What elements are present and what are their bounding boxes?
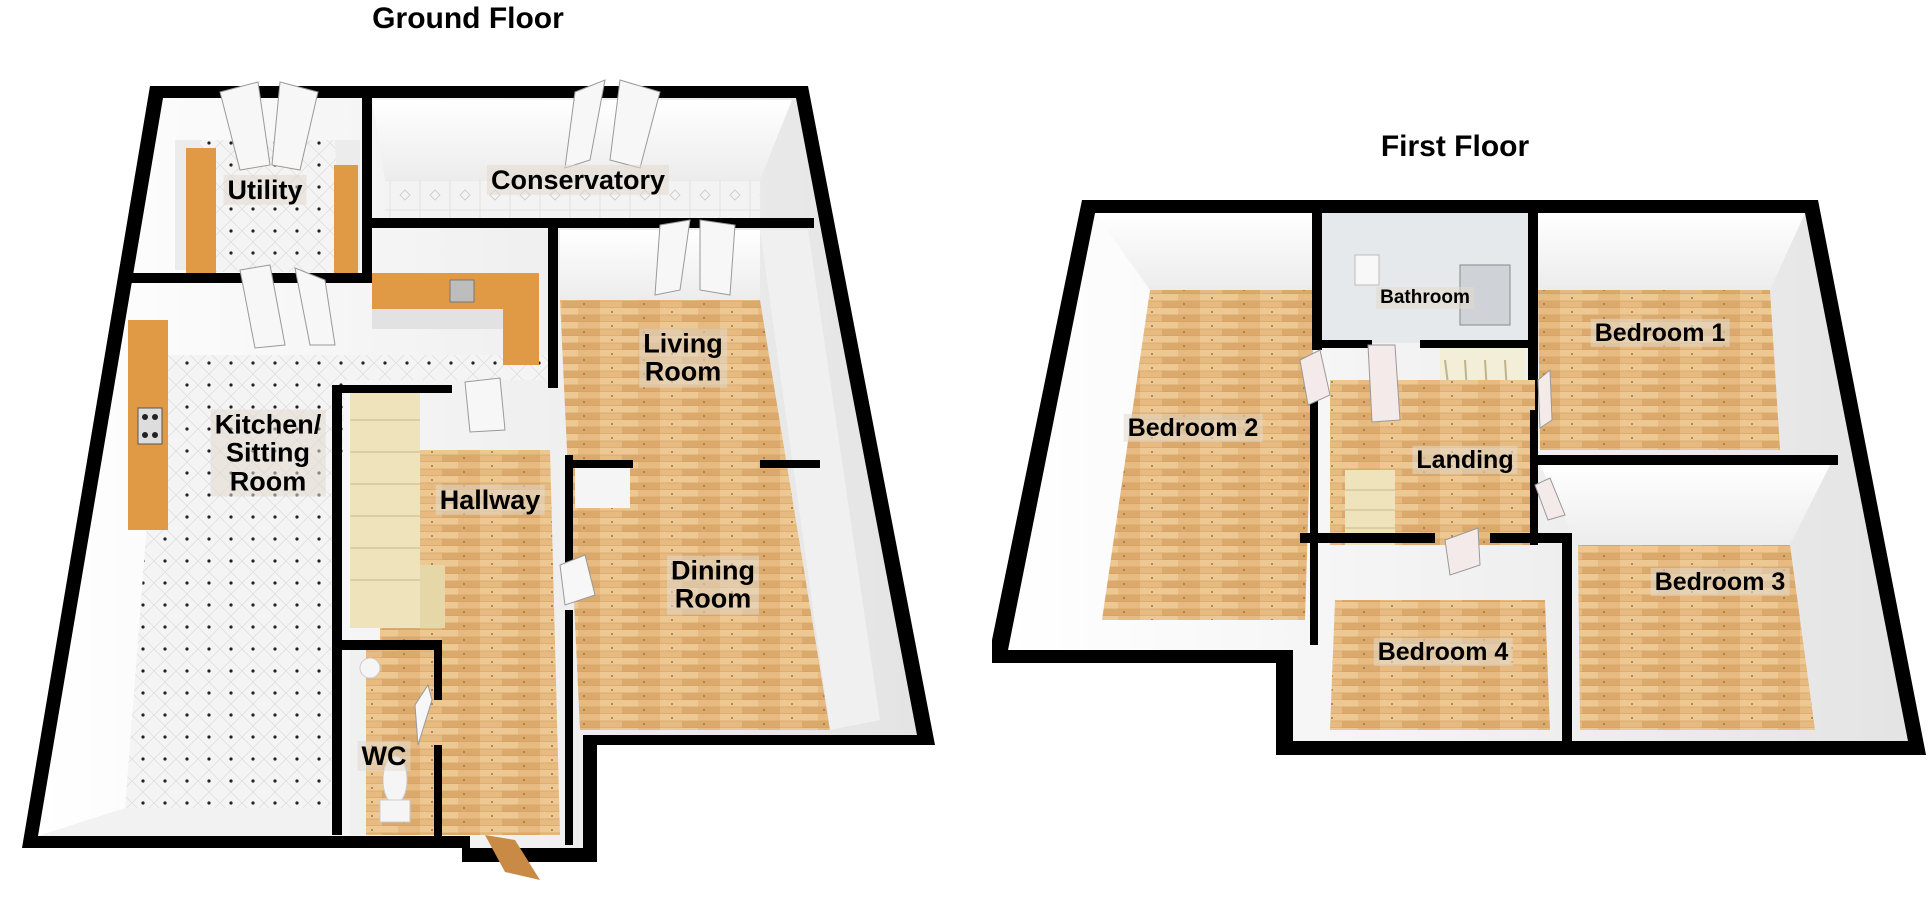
room-label-living-room: Living Room	[639, 328, 727, 388]
room-label-bedroom-4: Bedroom 4	[1373, 637, 1513, 667]
ground-floor-title: Ground Floor	[372, 2, 564, 35]
room-label-bedroom-3: Bedroom 3	[1650, 567, 1790, 597]
room-label-wc: WC	[357, 740, 411, 772]
first-floor-doors	[1299, 344, 1566, 576]
first-floor-plan	[992, 200, 1926, 755]
room-label-conservatory: Conservatory	[486, 164, 670, 196]
staircase	[350, 388, 445, 628]
room-label-dining-room: Dining Room	[667, 555, 759, 615]
room-label-bedroom-1: Bedroom 1	[1590, 318, 1730, 348]
front-door	[485, 835, 540, 880]
room-label-hallway: Hallway	[435, 484, 545, 516]
ground-floor-doors	[219, 79, 736, 746]
room-label-bedroom-2: Bedroom 2	[1123, 413, 1263, 443]
room-label-bathroom: Bathroom	[1376, 287, 1474, 309]
room-label-landing: Landing	[1412, 445, 1518, 475]
first-floor-title: First Floor	[1380, 130, 1530, 163]
ground-floor-plan	[22, 79, 935, 880]
room-label-utility: Utility	[223, 174, 307, 206]
room-label-kitchen-sitting-room: Kitchen/ Sitting Room	[210, 409, 326, 497]
